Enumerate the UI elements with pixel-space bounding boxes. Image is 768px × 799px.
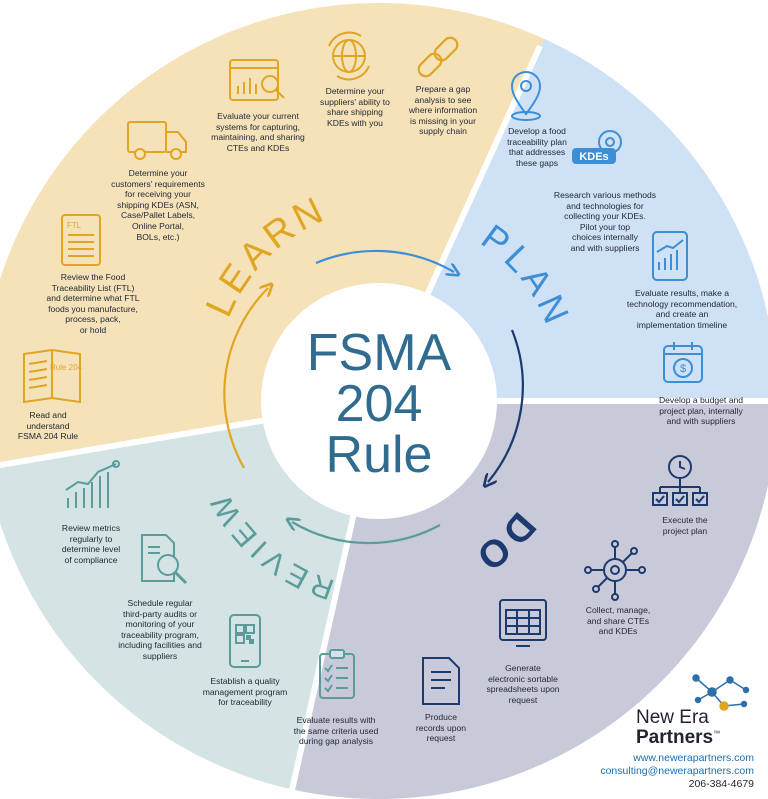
brand-name-text: Partners — [636, 727, 714, 748]
truck-icon — [127, 121, 187, 160]
center-disc — [261, 283, 497, 519]
do-step-1: Execute the project plan — [662, 515, 708, 536]
clipboard-check-icon — [319, 649, 355, 699]
kdes-gear-icon: KDEs — [572, 130, 622, 164]
center-title-line-1: FSMA — [307, 324, 452, 382]
svg-text:Rule 204: Rule 204 — [50, 363, 83, 372]
learn-step-2: Review the Food Traceability List (FTL) … — [46, 272, 140, 335]
learn-sector — [0, 3, 544, 468]
book-icon: Rule 204 — [23, 348, 83, 404]
calendar-dollar-icon: $ — [663, 342, 703, 383]
plan-step-1: Develop a food traceability plan that ad… — [507, 126, 567, 168]
brand-network-logo — [692, 674, 750, 711]
learn-step-1: Read and understand FSMA 204 Rule — [17, 410, 79, 442]
plan-step-3: Evaluate results, make a technology reco… — [626, 288, 738, 330]
center-title-line-3: Rule — [326, 426, 433, 484]
magnify-document-icon — [141, 534, 188, 585]
svg-text:KDEs: KDEs — [579, 151, 608, 163]
location-pin-icon — [510, 71, 542, 121]
phone-number: 206-384-4679 — [688, 778, 754, 790]
do-step-2: Collect, manage, and share CTEs and KDEs — [585, 605, 651, 637]
do-step-4: Produce records upon request — [415, 712, 467, 744]
globe-sync-icon — [328, 31, 370, 81]
tablet-chart-icon — [652, 231, 688, 281]
review-step-3: Establish a quality management program f… — [202, 676, 288, 708]
learn-step-6: Prepare a gap analysis to see where info… — [408, 84, 478, 137]
review-step-1: Review metrics regularly to determine le… — [61, 523, 121, 565]
plan-sector — [379, 38, 768, 401]
arrow-learn-to-plan — [315, 249, 454, 272]
arrow-do-to-review — [292, 522, 441, 545]
learn-step-5: Determine your suppliers' ability to sha… — [320, 86, 390, 128]
review-step-2: Schedule regular third-party audits or m… — [118, 598, 202, 661]
plan-step-2: Research various methods and technologie… — [553, 190, 657, 253]
spreadsheet-icon — [499, 599, 547, 647]
plan-step-4: Develop a budget and project plan, inter… — [658, 395, 744, 427]
email-link[interactable]: consulting@newerapartners.com — [600, 765, 754, 777]
clock-checklist-icon — [652, 455, 708, 506]
learn-step-3: Determine your customers' requirements f… — [111, 168, 205, 242]
arrow-review-to-learn — [223, 288, 268, 469]
review-sector — [0, 401, 379, 790]
do-step-3: Generate electronic sortable spreadsheet… — [486, 663, 560, 705]
brand-trademark: ™ — [713, 730, 721, 738]
chain-link-icon — [417, 36, 459, 78]
phone-qr-icon — [229, 614, 261, 668]
svg-text:FTL: FTL — [67, 221, 82, 230]
analytics-icon — [229, 59, 285, 101]
website-link[interactable]: www.newerapartners.com — [633, 752, 754, 764]
learn-step-4: Evaluate your current systems for captur… — [211, 111, 305, 153]
svg-text:$: $ — [680, 363, 686, 375]
brand-name-line-1: New Era — [636, 707, 709, 728]
gear-network-icon — [584, 540, 646, 601]
review-step-4: Evaluate results with the same criteria … — [293, 715, 379, 747]
list-icon: FTL — [61, 214, 101, 266]
document-icon — [422, 657, 460, 705]
brand-name-line-2: Partners™ — [636, 727, 720, 749]
center-title-line-2: 204 — [336, 375, 423, 433]
arrow-plan-to-do — [488, 329, 524, 482]
rising-chart-icon — [65, 460, 120, 508]
